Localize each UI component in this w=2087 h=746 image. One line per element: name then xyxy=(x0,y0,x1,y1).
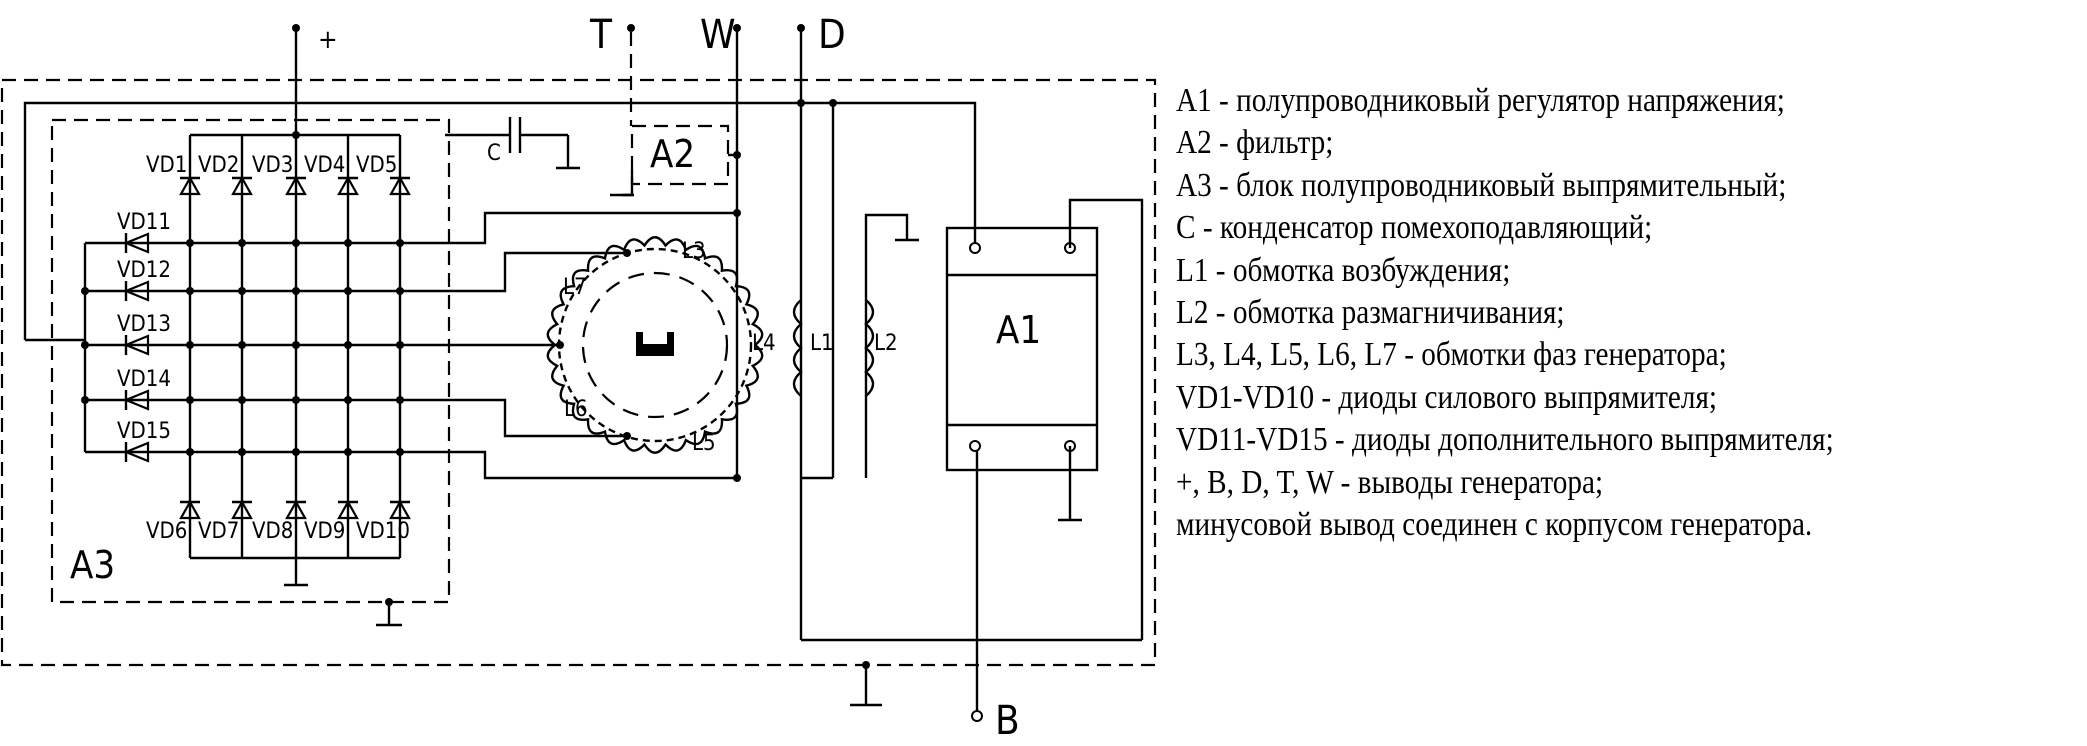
capacitor-c: C xyxy=(445,117,580,170)
generator-housing xyxy=(0,78,1157,667)
terminal-t-label: T xyxy=(589,12,613,58)
winding-l7-label: L7 xyxy=(563,275,587,300)
winding-l2-label: L2 xyxy=(874,331,898,356)
diode-label-top: VD2 xyxy=(198,153,239,178)
diode-label-top: VD5 xyxy=(356,153,397,178)
winding-l1: L1 xyxy=(792,299,834,397)
legend-item: A3 - блок полупроводниковый выпрямительн… xyxy=(1176,166,1787,204)
housing-ground xyxy=(850,661,882,707)
terminal-d-label: D xyxy=(818,12,846,58)
regulator-a1: A1 xyxy=(945,198,1144,522)
legend-item: минусовой вывод соединен с корпусом гене… xyxy=(1176,506,1813,544)
legend-item: L3, L4, L5, L6, L7 - обмотки фаз генерат… xyxy=(1176,336,1727,374)
diode-vd12 xyxy=(123,280,150,302)
terminal-t: T xyxy=(589,12,635,126)
stator-rotor: L3 L4 L5 L6 L7 xyxy=(546,209,776,482)
diode-label-top: VD3 xyxy=(252,153,293,178)
legend-item: A1 - полупроводниковый регулятор напряже… xyxy=(1176,82,1785,119)
diode-label-side: VD15 xyxy=(117,419,171,444)
winding-l6-label: L6 xyxy=(564,397,588,422)
terminal-b-label: B xyxy=(995,698,1020,744)
terminal-b: B xyxy=(971,446,1020,744)
legend-item: +, B, D, T, W - выводы генератора; xyxy=(1176,463,1604,501)
diode-label-side: VD12 xyxy=(117,258,171,283)
diode-label-bottom: VD9 xyxy=(304,519,345,544)
diode-label-bottom: VD10 xyxy=(356,519,410,544)
terminal-plus-label: + xyxy=(318,25,338,55)
diode-vd7 xyxy=(231,499,253,520)
winding-l5-label: L5 xyxy=(692,431,716,456)
winding-l2: L2 xyxy=(864,213,919,478)
a1-supply-wire xyxy=(23,101,977,340)
capacitor-label: C xyxy=(487,141,501,166)
winding-l4-label: L4 xyxy=(752,331,776,356)
terminal-w-label: W xyxy=(700,12,736,58)
diode-label-side: VD11 xyxy=(117,210,171,235)
legend-item: L1 - обмотка возбуждения; xyxy=(1176,251,1511,289)
legend-item: A2 - фильтр; xyxy=(1176,124,1334,162)
diode-label-side: VD13 xyxy=(117,312,171,337)
diode-vd10 xyxy=(389,499,411,520)
diode-vd9 xyxy=(337,499,359,520)
diode-label-bottom: VD7 xyxy=(198,519,239,544)
diode-vd5 xyxy=(389,175,411,196)
diode-vd4 xyxy=(337,175,359,196)
diode-vd14 xyxy=(123,389,150,411)
a3-label: A3 xyxy=(70,543,115,587)
diode-label-bottom: VD6 xyxy=(146,519,187,544)
diode-vd11 xyxy=(123,232,150,254)
winding-l3-label: L3 xyxy=(682,239,706,264)
diode-vd1 xyxy=(179,175,201,196)
a2-label: A2 xyxy=(650,132,695,176)
diode-vd15 xyxy=(123,441,150,463)
legend-item: VD1-VD10 - диоды силового выпрямителя; xyxy=(1176,378,1718,416)
diode-label-top: VD1 xyxy=(146,153,187,178)
diode-label-bottom: VD8 xyxy=(252,519,293,544)
legend-item: C - конденсатор помехоподавляющий; xyxy=(1176,209,1653,247)
diode-label-side: VD14 xyxy=(117,367,171,392)
terminal-d: D xyxy=(797,12,846,640)
terminal-w: W xyxy=(700,12,741,478)
legend-item: VD11-VD15 - диоды дополнительного выпрям… xyxy=(1176,421,1834,459)
winding-l1-label: L1 xyxy=(810,331,834,356)
a1-label: A1 xyxy=(996,308,1041,352)
diode-vd6 xyxy=(179,499,201,520)
diode-vd8 xyxy=(285,499,307,520)
terminal-plus: + xyxy=(292,24,338,135)
diode-vd13 xyxy=(123,334,150,356)
legend-item: L2 - обмотка размагничивания; xyxy=(1176,294,1565,332)
rectifier-block-a3 xyxy=(50,118,451,604)
legend: A1 - полупроводниковый регулятор напряже… xyxy=(1176,80,1954,546)
diode-label-top: VD4 xyxy=(304,153,345,178)
diode-vd2 xyxy=(231,175,253,196)
phase-wires xyxy=(190,211,737,480)
generator-schematic: A3 A2 + T W D B xyxy=(0,12,1157,744)
filter-block-a2 xyxy=(630,124,730,186)
diode-vd3 xyxy=(285,175,307,196)
rotor-pole-icon xyxy=(636,332,674,356)
